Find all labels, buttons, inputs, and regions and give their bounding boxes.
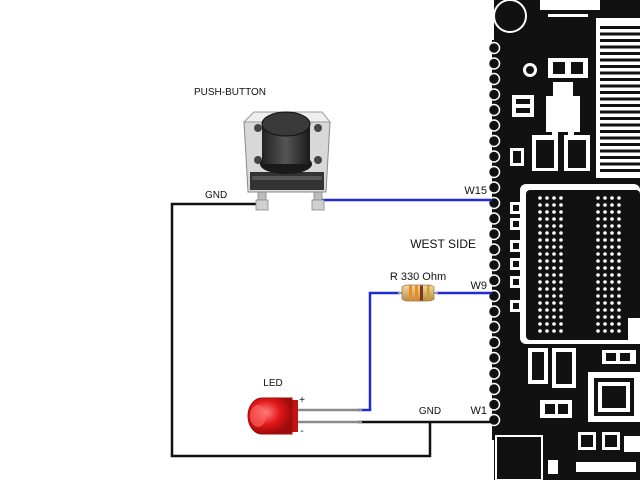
pin-pad <box>487 382 501 396</box>
pin-pad <box>487 212 501 225</box>
resistor-component <box>398 284 438 302</box>
pin-pad <box>487 150 501 163</box>
pin-pad <box>487 181 501 194</box>
pin-pad <box>487 72 501 86</box>
mount-hole-icon <box>493 0 527 33</box>
led-minus-label: - <box>300 426 303 437</box>
pin-pad <box>487 119 501 132</box>
pin-pad <box>487 243 501 256</box>
pin-pad <box>487 103 501 117</box>
led-component <box>247 397 362 435</box>
w15-pin-label: W15 <box>464 185 487 197</box>
gnd-button-label: GND <box>205 190 227 201</box>
pin-pad <box>487 258 501 272</box>
pin-pad <box>487 320 501 334</box>
pin-pad <box>487 274 501 287</box>
west-pin-header <box>487 41 501 427</box>
regulator-chip <box>546 96 580 132</box>
pin-pad <box>487 57 501 70</box>
led-plus-label: + <box>299 395 305 406</box>
wire-resistor-led <box>358 291 400 412</box>
pin-pad <box>487 134 501 148</box>
w1-pin-label: W1 <box>471 405 488 417</box>
pin-pad <box>487 336 501 349</box>
microcontroller-board <box>480 0 640 480</box>
resistor-label: R 330 Ohm <box>390 271 446 283</box>
pin-pad <box>487 88 501 101</box>
pin-pad <box>487 367 501 380</box>
wire-w15 <box>316 198 492 205</box>
w9-pin-label: W9 <box>471 280 488 292</box>
led-label: LED <box>263 378 282 389</box>
pin-pad <box>487 305 501 318</box>
pin-pad <box>487 227 501 241</box>
gnd-led-label: GND <box>419 406 441 417</box>
pin-pad <box>487 41 501 55</box>
wire-gnd-button <box>170 202 432 458</box>
pin-pad <box>487 351 501 365</box>
push-button-component <box>242 111 332 211</box>
pin-pad <box>487 398 501 411</box>
pin-pad <box>487 413 501 427</box>
west-side-label: WEST SIDE <box>410 237 476 251</box>
pin-pad <box>487 165 501 179</box>
push-button-label: PUSH-BUTTON <box>194 87 266 98</box>
